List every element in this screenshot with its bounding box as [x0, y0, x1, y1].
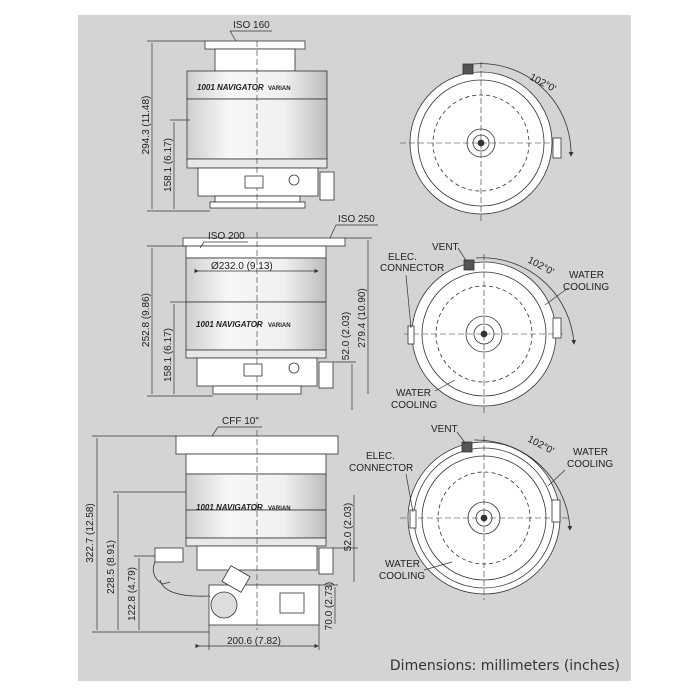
middle-height-lower: 158.1 (6.17): [163, 328, 174, 382]
bottom-height-total: 322.7 (12.58): [85, 503, 96, 563]
bottom-dimension-lines: [92, 435, 358, 650]
middle-height-total: 252.8 (9.86): [141, 293, 152, 347]
middle-height-right-total: 279.4 (10.90): [357, 288, 368, 348]
middle-elec-line2: CONNECTOR: [380, 263, 444, 274]
top-side-view: [186, 40, 335, 210]
middle-height-right-small: 52.0 (2.03): [341, 312, 352, 360]
middle-water-bottom-line2: COOLING: [391, 400, 437, 411]
middle-flange-callouts: [194, 224, 378, 274]
middle-flange-right: ISO 250: [338, 214, 375, 225]
middle-rotation-angle: 102°0': [526, 255, 556, 278]
bottom-flange-callout: [211, 426, 262, 437]
bottom-water-top-line2: COOLING: [567, 459, 613, 470]
top-rotation-angle: 102°0': [528, 72, 558, 95]
top-flange-callout: ISO 160: [229, 20, 272, 42]
top-dimension-lines: [147, 40, 210, 212]
middle-water-bottom-line1: WATER: [396, 388, 431, 399]
middle-flange-left: ISO 200: [208, 231, 245, 242]
middle-plan-leaders: [405, 247, 569, 392]
top-pump-brand: VARIAN: [268, 86, 291, 92]
bottom-pump-label: 1001 NAVIGATOR: [196, 503, 263, 512]
bottom-vent-label: VENT: [431, 424, 458, 435]
bottom-water-bottom-line1: WATER: [385, 559, 420, 570]
bottom-elec-line2: CONNECTOR: [349, 463, 413, 474]
bottom-water-top-line1: WATER: [573, 447, 608, 458]
bottom-pump-brand: VARIAN: [268, 506, 291, 512]
middle-diameter: Ø232.0 (9.13): [211, 261, 273, 272]
units-footnote: Dimensions: millimeters (inches): [389, 658, 620, 674]
bottom-width: 200.6 (7.82): [227, 636, 281, 647]
middle-elec-line1: ELEC.: [388, 252, 417, 263]
middle-water-top-line1: WATER: [569, 270, 604, 281]
top-pump-label: 1001 NAVIGATOR: [197, 83, 264, 92]
middle-pump-label: 1001 NAVIGATOR: [196, 320, 263, 329]
bottom-plan-view: [400, 436, 573, 600]
middle-pump-brand: VARIAN: [268, 323, 291, 329]
bottom-height-base: 70.0 (2.73): [324, 582, 335, 630]
middle-side-view: [182, 232, 346, 400]
top-height-total: 294.3 (11.48): [141, 96, 152, 155]
bottom-elec-line1: ELEC.: [366, 451, 395, 462]
bottom-flange-label: CFF 10": [222, 416, 259, 427]
bottom-height-right-small: 52.0 (2.03): [343, 503, 354, 551]
bottom-side-view: [152, 430, 339, 630]
bottom-rotation-angle: 102°0': [526, 434, 556, 457]
bottom-plan-leaders: [405, 431, 566, 571]
bottom-height-mid: 228.5 (8.91): [106, 540, 117, 594]
bottom-height-low: 122.8 (4.79): [127, 567, 138, 621]
middle-plan-view: [404, 254, 577, 414]
top-flange-label: ISO 160: [233, 20, 270, 31]
middle-vent-label: VENT: [432, 242, 459, 253]
bottom-water-bottom-line2: COOLING: [379, 571, 425, 582]
middle-water-top-line2: COOLING: [563, 282, 609, 293]
top-plan-view: [400, 62, 574, 224]
top-height-lower: 158.1 (6.17): [163, 138, 174, 192]
middle-dimension-lines: [147, 237, 372, 410]
